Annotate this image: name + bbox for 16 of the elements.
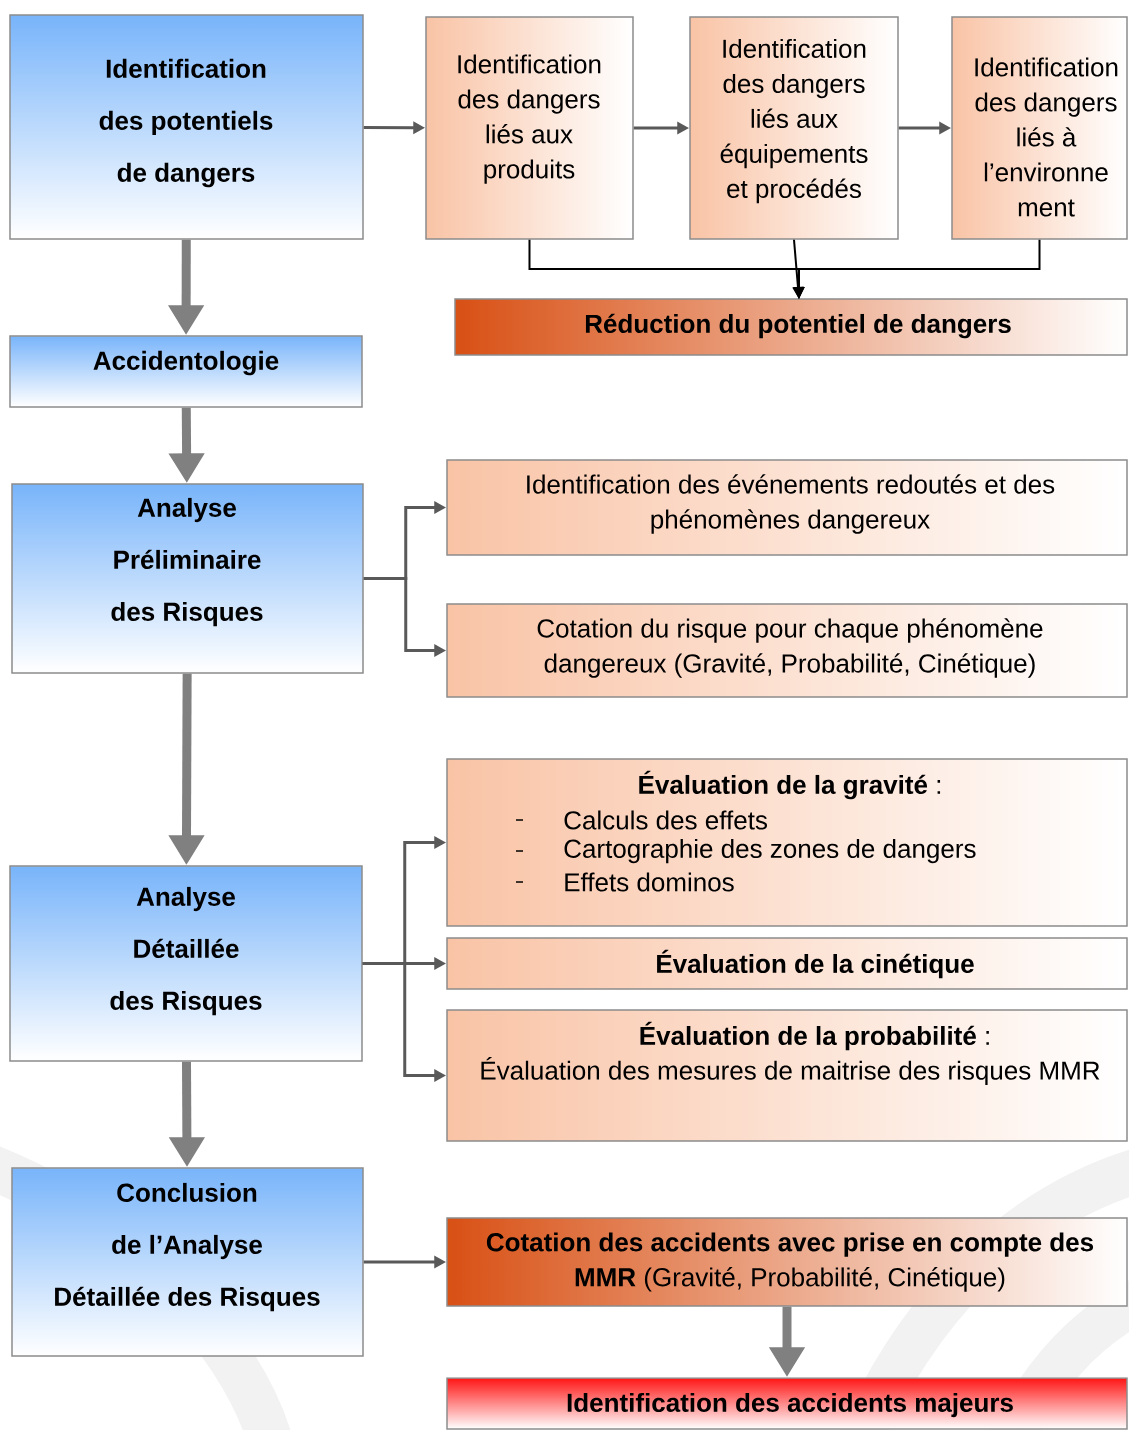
task-box: Évaluation de la cinétique — [446, 937, 1128, 990]
result-box: Cotation des accidents avec prise en compte des MMR (Gravité, Probabilité, Cinétique) — [446, 1217, 1128, 1307]
step-box: Accidentologie — [9, 335, 363, 408]
task-box: Évaluation de la gravité : Calculs des effets Cartographie des zones de dangers Effets dominos — [446, 758, 1128, 927]
step-box: Analyse Détaillée des Risques — [9, 865, 363, 1062]
step-box: Identification des potentiels de dangers — [9, 14, 364, 240]
hazard-box: Identification des dangers liés aux produits — [425, 16, 634, 240]
result-bar: Identification des accidents majeurs — [446, 1377, 1128, 1430]
task-box: Évaluation de la probabilité : Évaluation des mesures de maitrise des risques MMR — [446, 1009, 1128, 1142]
step-box: Analyse Préliminaire des Risques — [11, 483, 364, 674]
result-bar: Réduction du potentiel de dangers — [454, 298, 1128, 356]
task-box: Identification des événements redoutés et des phénomènes dangereux — [446, 459, 1128, 556]
step-box: Conclusion de l’Analyse Détaillée des Risques — [11, 1167, 364, 1357]
hazard-box: Identification des dangers liés aux équipements et procédés — [689, 16, 899, 240]
hazard-box: Identification des dangers liés à l’environne ment — [951, 16, 1128, 240]
task-box: Cotation du risque pour chaque phénomène dangereux (Gravité, Probabilité, Cinétique) — [446, 603, 1128, 698]
